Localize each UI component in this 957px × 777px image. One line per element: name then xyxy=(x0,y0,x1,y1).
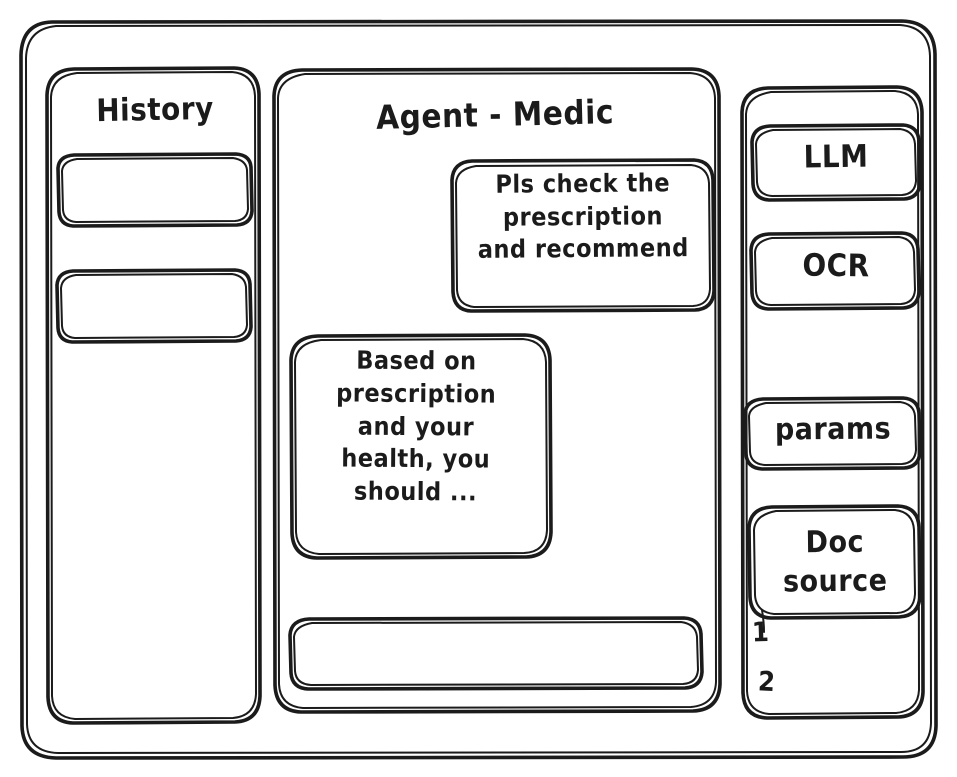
tool-ocr[interactable] xyxy=(751,233,920,310)
tools-panel-frame xyxy=(740,85,925,720)
composer-frame xyxy=(288,616,704,691)
tool-params[interactable] xyxy=(745,398,921,470)
history-item-2[interactable] xyxy=(57,270,252,342)
history-panel-frame xyxy=(45,66,262,725)
agent-message-bubble[interactable] xyxy=(291,335,552,559)
tool-ocr-frame xyxy=(749,231,921,311)
history-item-1[interactable] xyxy=(58,154,253,227)
doc-list-tick xyxy=(761,609,765,633)
history-item-2-frame xyxy=(55,268,253,344)
agent-panel-frame xyxy=(272,67,722,714)
user-message-bubble-frame xyxy=(450,158,716,313)
tool-llm[interactable] xyxy=(752,125,921,201)
agent-message-bubble-frame xyxy=(289,333,553,560)
tool-llm-frame xyxy=(750,123,922,202)
tool-doc-source-frame xyxy=(747,504,922,620)
user-message-bubble[interactable] xyxy=(452,160,715,312)
history-item-1-frame xyxy=(56,152,254,228)
message-composer-input[interactable] xyxy=(290,618,703,690)
tool-params-frame xyxy=(743,396,922,471)
tool-doc-source[interactable] xyxy=(749,506,921,619)
app-window-frame xyxy=(19,19,938,760)
